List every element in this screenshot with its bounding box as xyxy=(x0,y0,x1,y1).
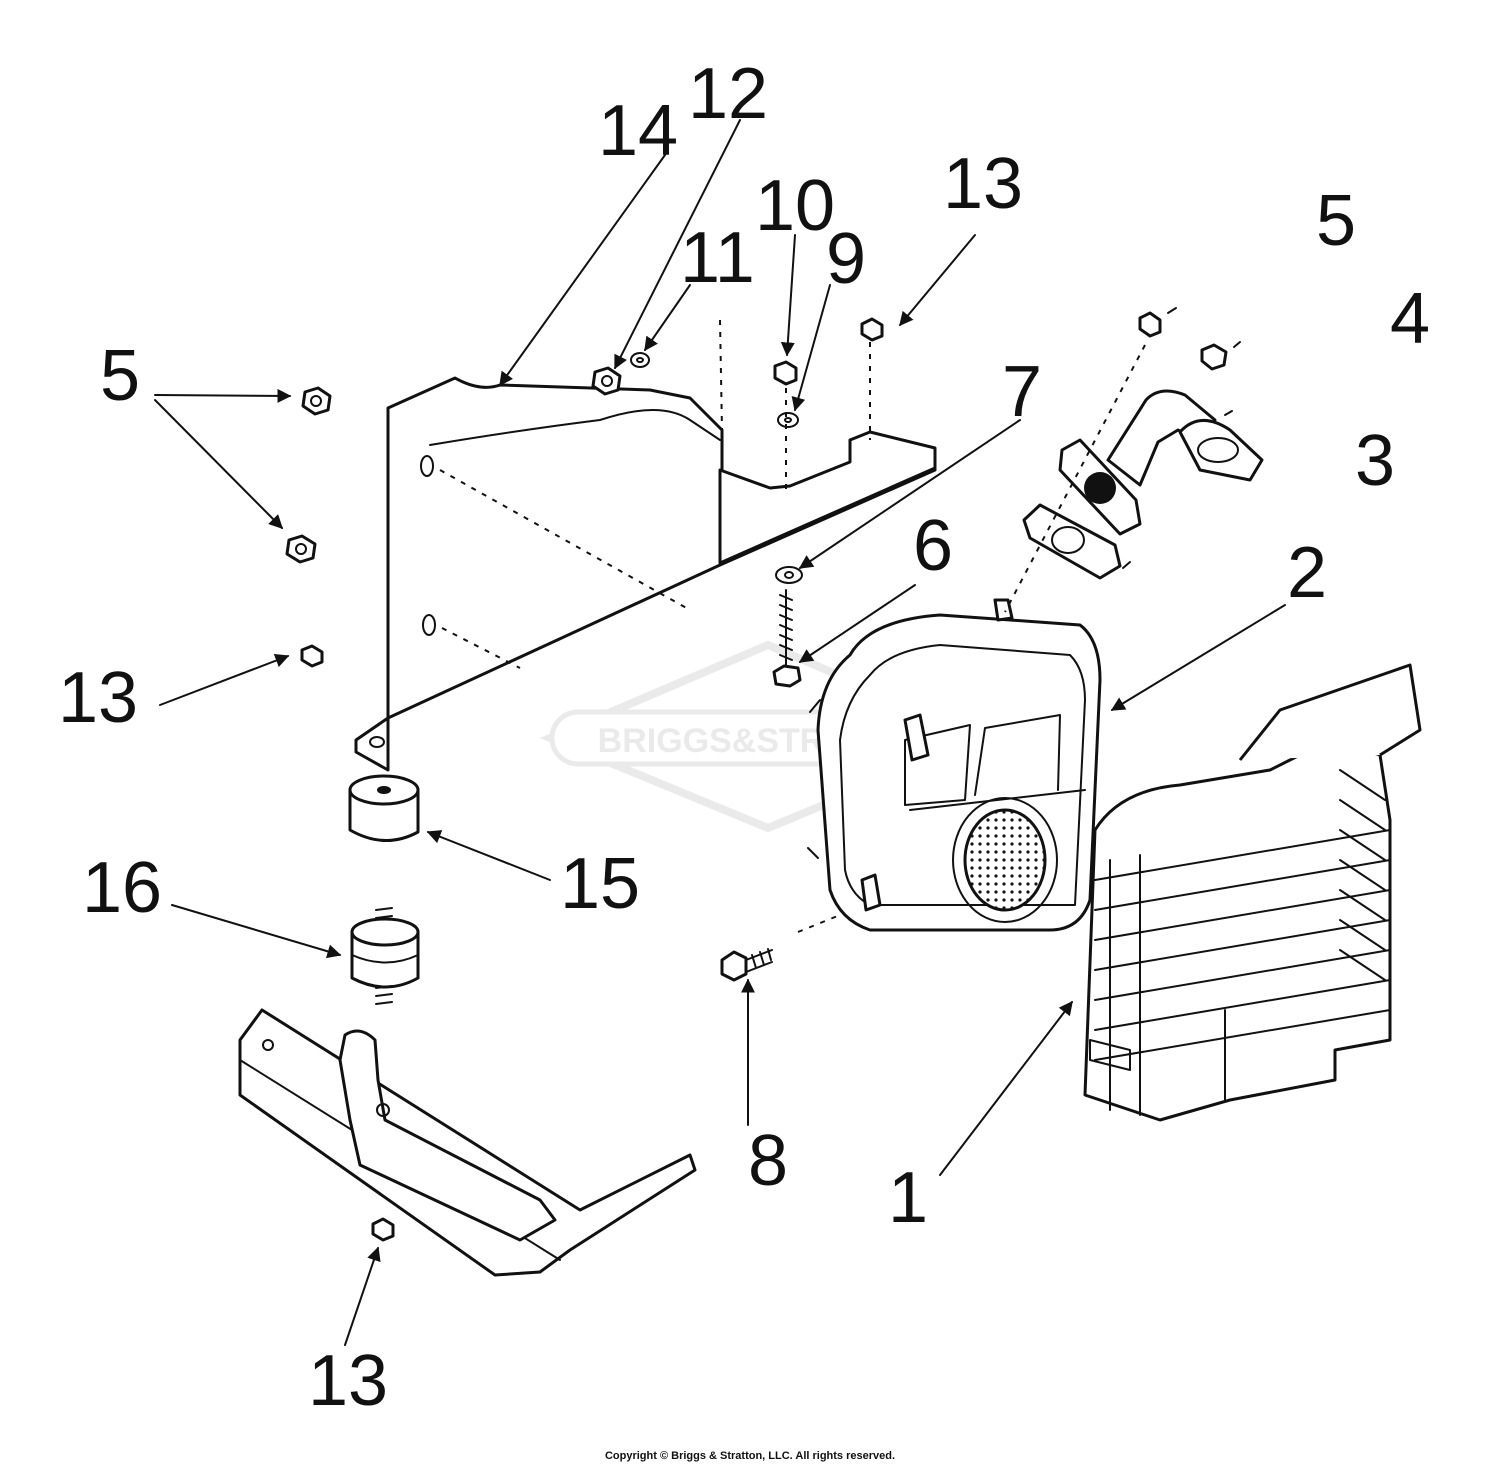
nut-13-bottom xyxy=(371,1217,395,1242)
part-1-engine-block xyxy=(1083,663,1422,1122)
part-8-bolt xyxy=(720,948,773,982)
washer-7 xyxy=(775,566,803,584)
callout-15: 15 xyxy=(560,844,640,924)
nut-13-left xyxy=(300,644,324,668)
leader-12 xyxy=(614,119,741,370)
nut-5b xyxy=(285,534,317,564)
washer-11 xyxy=(630,352,650,368)
leader-13-bottom xyxy=(344,1246,381,1346)
leader-2 xyxy=(1110,604,1286,711)
leader-15 xyxy=(426,830,551,881)
callout-6: 6 xyxy=(913,506,953,586)
nut-5-right xyxy=(1138,311,1162,338)
leader-3-short xyxy=(1224,410,1233,416)
copyright-notice: Copyright © Briggs & Stratton, LLC. All … xyxy=(604,1450,896,1462)
leader-9 xyxy=(791,284,831,412)
nut-4-right xyxy=(1200,343,1228,371)
leader-5-right-short xyxy=(1167,307,1177,314)
leader-lines xyxy=(154,119,1286,1346)
nut-12 xyxy=(591,366,622,396)
washer-9 xyxy=(777,412,799,428)
part-4-gasket xyxy=(1022,503,1122,580)
callout-11: 11 xyxy=(680,218,755,298)
callout-8: 8 xyxy=(748,1121,788,1201)
frame-rail xyxy=(238,1008,697,1277)
part-14-heat-shield xyxy=(354,376,937,772)
callout-12: 12 xyxy=(688,54,768,134)
part-3-exhaust-pipe xyxy=(1058,389,1264,536)
callout-13-bottom: 13 xyxy=(308,1341,388,1421)
callout-16: 16 xyxy=(82,848,162,928)
leader-13-left xyxy=(159,653,290,706)
leader-4-short xyxy=(1233,341,1241,348)
leader-13-top xyxy=(899,234,976,327)
callout-13-top: 13 xyxy=(943,144,1023,224)
callout-7: 7 xyxy=(1002,352,1042,432)
part-6-bolt xyxy=(772,589,802,688)
leader-5a xyxy=(154,388,292,403)
leader-1 xyxy=(939,1000,1073,1176)
part-16-stud-mount xyxy=(350,907,420,1005)
callout-5-right: 5 xyxy=(1316,181,1356,261)
nut-10 xyxy=(773,360,798,386)
callout-14: 14 xyxy=(598,91,678,171)
part-15-rubber-mount xyxy=(348,774,420,842)
nut-13-top xyxy=(860,317,884,342)
leader-5b xyxy=(154,399,283,529)
callout-labels: 14 12 10 11 9 13 5 4 3 5 7 6 2 13 15 16 … xyxy=(58,54,1430,1421)
callout-2: 2 xyxy=(1287,533,1327,613)
leader-14 xyxy=(499,154,666,387)
leader-10 xyxy=(780,234,796,357)
callout-4: 4 xyxy=(1390,279,1430,359)
leader-11 xyxy=(644,284,691,352)
callout-13-left: 13 xyxy=(58,658,138,738)
hardware-nuts xyxy=(285,311,1228,1242)
leader-6 xyxy=(798,584,916,663)
leader-2-short xyxy=(1122,561,1131,569)
callout-9: 9 xyxy=(826,219,866,299)
callout-3: 3 xyxy=(1355,421,1395,501)
nut-5a xyxy=(301,386,332,416)
leader-16 xyxy=(171,904,342,959)
part-2-muffler xyxy=(807,598,1102,932)
callout-5-left: 5 xyxy=(100,336,140,416)
callout-1: 1 xyxy=(888,1158,928,1238)
leader-7 xyxy=(798,419,1021,569)
callout-10: 10 xyxy=(755,166,835,246)
